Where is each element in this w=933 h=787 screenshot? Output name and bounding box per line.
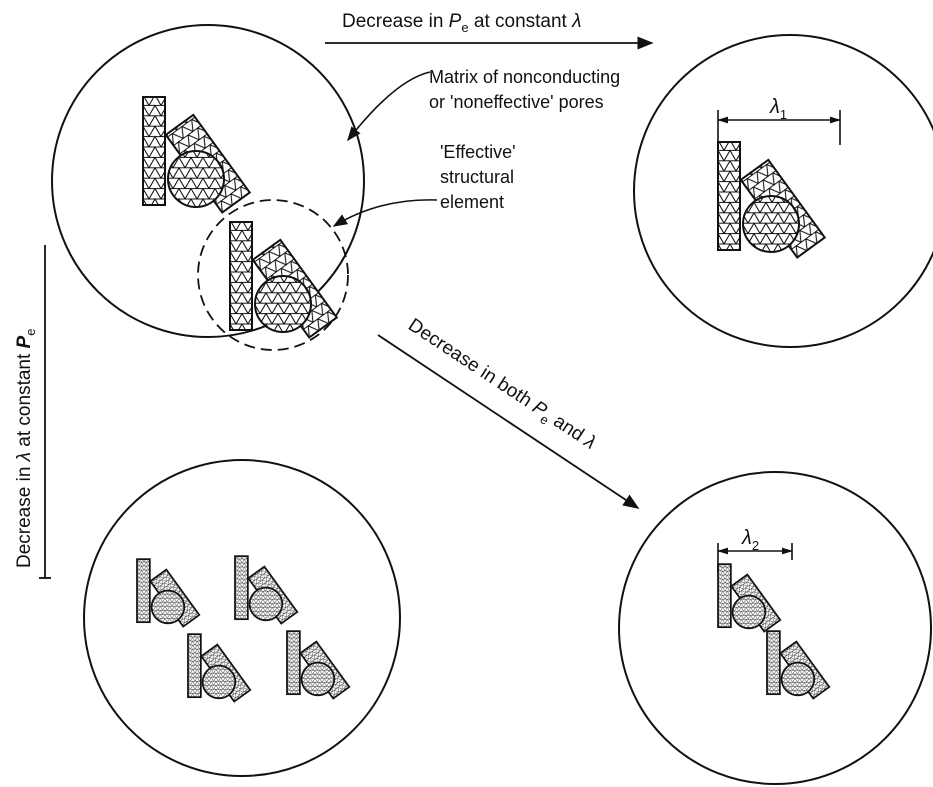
pore-cluster-4 <box>136 558 201 628</box>
effective-annotation-line3: element <box>440 192 504 212</box>
pore-cluster-1 <box>142 96 251 214</box>
lambda2-label: λ2 <box>741 527 759 553</box>
matrix-annotation: Matrix of nonconducting or 'noneffective… <box>347 67 620 142</box>
matrix-annotation-line1: Matrix of nonconducting <box>429 67 620 87</box>
effective-annotation-line2: structural <box>440 167 514 187</box>
matrix-annotation-line2: or 'noneffective' pores <box>429 92 604 112</box>
lambda1-label: λ1 <box>769 96 787 122</box>
arrow-decrease-pe: Decrease in Pe at constant λ <box>325 11 654 50</box>
structure-decreased-lambda <box>83 459 401 777</box>
arrow-decrease-both: Decrease in both Pe and λ <box>377 315 640 509</box>
arrow-decrease-pe-label: Decrease in Pe at constant λ <box>342 11 581 35</box>
pore-cluster-5 <box>234 555 299 625</box>
effective-element-boundary <box>197 199 349 351</box>
pore-cluster-8 <box>717 563 782 633</box>
reference-structure <box>51 24 365 351</box>
pore-cluster-2 <box>229 221 338 339</box>
effective-annotation-line1: 'Effective' <box>440 142 516 162</box>
structure-decreased-both: λ2 <box>618 471 932 785</box>
pore-cluster-6 <box>187 633 252 703</box>
arrow-decrease-both-label: Decrease in both Pe and λ <box>403 315 600 457</box>
structure-decreased-pe: λ1 <box>633 34 933 348</box>
effective-element-annotation: 'Effective' structural element <box>332 142 516 227</box>
pore-cluster-7 <box>286 630 351 700</box>
arrow-decrease-lambda: Decrease in λ at constant Pe <box>14 245 51 579</box>
pore-cluster-9 <box>766 630 831 700</box>
pore-cluster-3 <box>717 141 826 259</box>
arrow-decrease-lambda-label: Decrease in λ at constant Pe <box>14 329 38 568</box>
